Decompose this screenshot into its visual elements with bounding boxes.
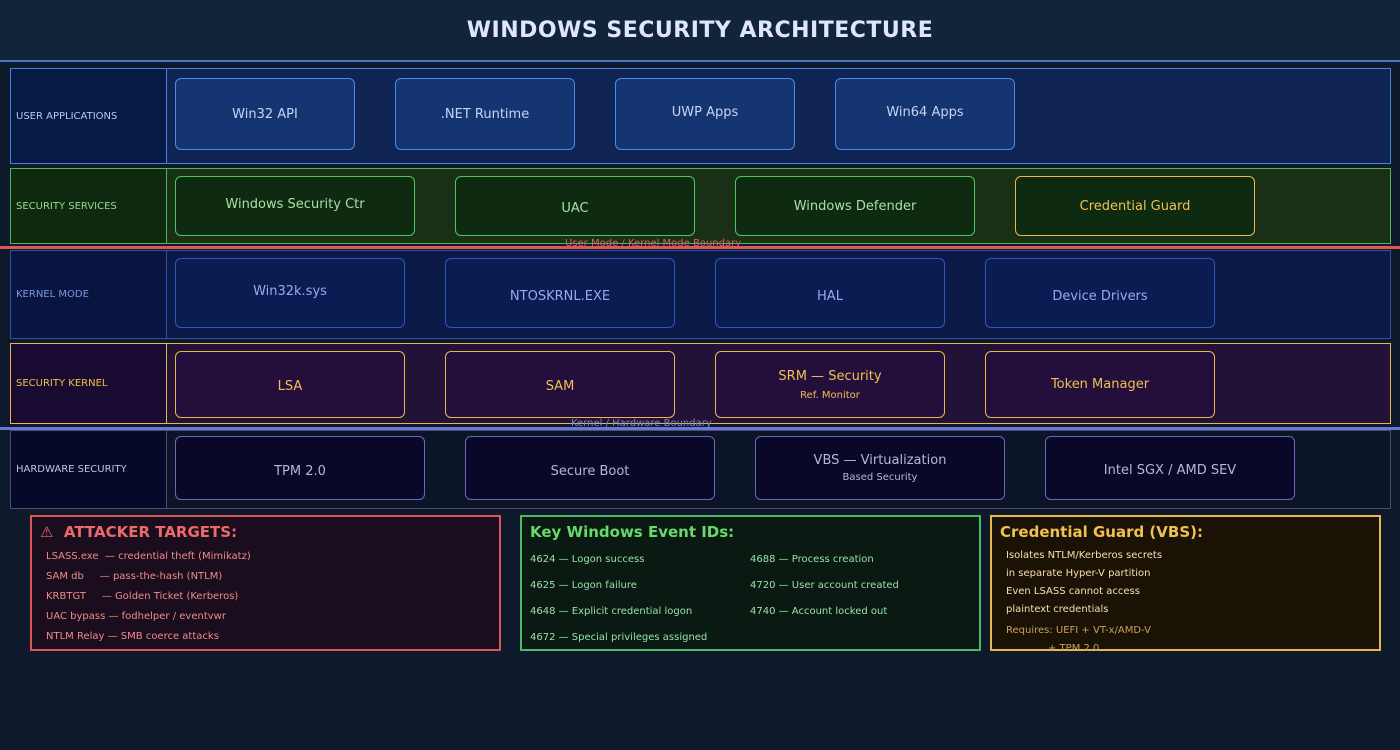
layer-label: USER APPLICATIONS <box>11 69 167 163</box>
list-item: 4625 — Logon failure <box>530 580 637 591</box>
credential-guard-box: Credential Guard <box>1015 176 1255 236</box>
box-label: HAL <box>817 288 843 304</box>
box-label: Secure Boot <box>550 463 630 479</box>
panel-title: Key Windows Event IDs: <box>530 523 735 541</box>
layer-label: SECURITY SERVICES <box>11 169 167 243</box>
event-column-left: 4624 — Logon success 4625 — Logon failur… <box>530 547 750 651</box>
box-label: Win32 API <box>232 106 298 122</box>
list-item: in separate Hyper-V partition <box>1006 568 1151 579</box>
secure-boot-box: Secure Boot <box>465 436 715 500</box>
box-label: Intel SGX / AMD SEV <box>1103 462 1237 478</box>
box-label: Win64 Apps <box>886 104 964 120</box>
sam-box: SAM <box>445 351 675 418</box>
device-drivers-box: Device Drivers <box>985 258 1215 328</box>
list-item: 4740 — Account locked out <box>750 606 888 617</box>
windows-security-center-box: Windows Security Ctr <box>175 176 415 236</box>
attacker-targets-panel: ⚠ ATTACKER TARGETS: LSASS.exe — credenti… <box>30 515 501 651</box>
list-item: NTLM Relay — SMB coerce attacks <box>46 631 219 642</box>
box-label: SRM — Security <box>778 368 882 384</box>
warning-icon: ⚠ <box>40 523 54 541</box>
vbs-box: VBS — Virtualization Based Security <box>755 436 1005 500</box>
box-label: SAM <box>545 379 575 394</box>
layer-label: KERNEL MODE <box>11 251 167 338</box>
list-item: 4624 — Logon success <box>530 554 645 565</box>
list-item: plaintext credentials <box>1006 604 1109 615</box>
list-item: KRBTGT — Golden Ticket (Kerberos) <box>46 591 239 602</box>
uwp-apps-box: UWP Apps <box>615 78 795 150</box>
panel-title: Credential Guard (VBS): <box>1000 523 1203 541</box>
box-sublabel: Ref. Monitor <box>800 389 860 401</box>
requirements-line: + TPM 2.0 <box>1048 643 1100 654</box>
list-item: Even LSASS cannot access <box>1006 586 1140 597</box>
box-label: VBS — Virtualization <box>813 453 947 468</box>
box-label: UWP Apps <box>671 104 739 120</box>
user-kernel-boundary-label: User Mode / Kernel Mode Boundary <box>565 238 742 249</box>
event-ids-panel: Key Windows Event IDs: 4624 — Logon succ… <box>520 515 981 651</box>
sgx-sev-box: Intel SGX / AMD SEV <box>1045 436 1295 500</box>
box-label: .NET Runtime <box>440 106 530 122</box>
list-item: 4720 — User account created <box>750 580 899 591</box>
box-label: NTOSKRNL.EXE <box>509 288 611 304</box>
tpm-box: TPM 2.0 <box>175 436 425 500</box>
list-item: LSASS.exe — credential theft (Mimikatz) <box>46 551 251 562</box>
box-sublabel: Based Security <box>842 472 918 483</box>
list-item: SAM db — pass-the-hash (NTLM) <box>46 571 223 582</box>
kernel-hardware-boundary-label: Kernel / Hardware Boundary <box>571 418 712 429</box>
srm-box: SRM — Security Ref. Monitor <box>715 351 945 418</box>
header-bar: WINDOWS SECURITY ARCHITECTURE <box>0 0 1400 62</box>
list-item: 4672 — Special privileges assigned <box>530 632 708 643</box>
page-title: WINDOWS SECURITY ARCHITECTURE <box>466 17 934 43</box>
win32-api-box: Win32 API <box>175 78 355 150</box>
panel-title: ⚠ ATTACKER TARGETS: <box>40 523 491 541</box>
box-label: LSA <box>277 379 303 394</box>
user-kernel-boundary-line <box>0 246 1400 249</box>
lsa-box: LSA <box>175 351 405 418</box>
box-label: Device Drivers <box>1052 288 1148 304</box>
list-item: 4688 — Process creation <box>750 554 874 565</box>
box-label: Windows Security Ctr <box>225 196 365 212</box>
layer-label: SECURITY KERNEL <box>11 344 167 423</box>
win32k-sys-box: Win32k.sys <box>175 258 405 328</box>
kernel-hardware-boundary-line <box>0 427 1400 430</box>
box-label: UAC <box>561 200 589 216</box>
event-column-right: 4688 — Process creation 4720 — User acco… <box>750 547 899 651</box>
token-manager-box: Token Manager <box>985 351 1215 418</box>
list-item: 4648 — Explicit credential logon <box>530 606 693 617</box>
ntoskrnl-box: NTOSKRNL.EXE <box>445 258 675 328</box>
attacker-title-text: ATTACKER TARGETS: <box>63 523 238 541</box>
list-item: Isolates NTLM/Kerberos secrets <box>1006 550 1163 561</box>
hal-box: HAL <box>715 258 945 328</box>
box-label: Windows Defender <box>793 198 917 214</box>
box-label: Token Manager <box>1050 377 1150 392</box>
windows-defender-box: Windows Defender <box>735 176 975 236</box>
event-columns: 4624 — Logon success 4625 — Logon failur… <box>530 547 971 651</box>
layer-label: HARDWARE SECURITY <box>11 431 167 508</box>
uac-box: UAC <box>455 176 695 236</box>
dotnet-runtime-box: .NET Runtime <box>395 78 575 150</box>
win64-apps-box: Win64 Apps <box>835 78 1015 150</box>
list-item: UAC bypass — fodhelper / eventvwr <box>46 611 226 622</box>
box-label: Win32k.sys <box>253 283 327 299</box>
requirements-line: Requires: UEFI + VT-x/AMD-V <box>1006 625 1151 636</box>
credential-guard-panel: Credential Guard (VBS): Isolates NTLM/Ke… <box>990 515 1381 654</box>
box-label: TPM 2.0 <box>274 463 326 479</box>
box-label: Credential Guard <box>1079 198 1191 214</box>
